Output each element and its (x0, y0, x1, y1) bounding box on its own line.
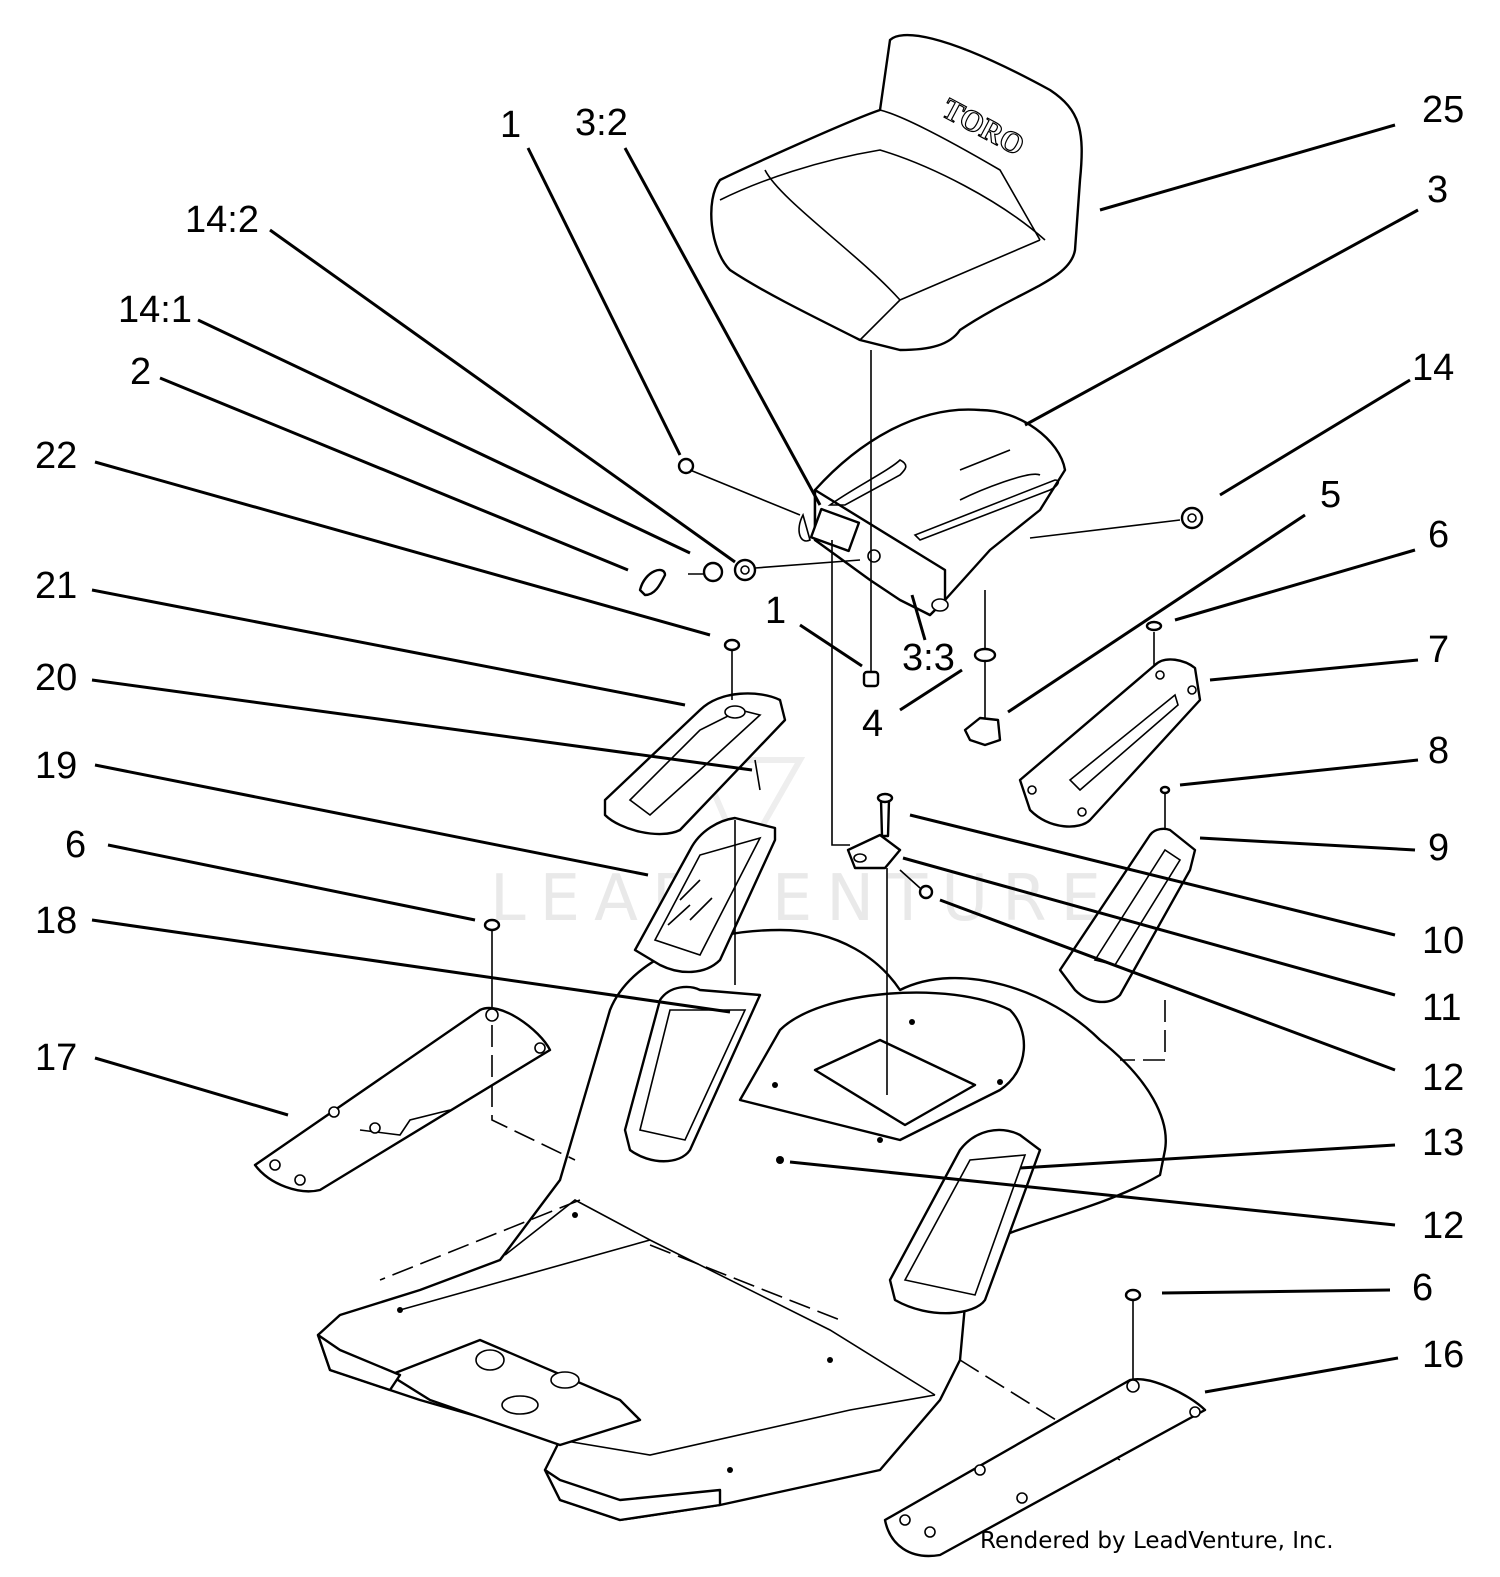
callout-8: 8 (1428, 730, 1449, 772)
callout-13: 13 (1422, 1122, 1464, 1164)
callout-5: 5 (1320, 474, 1341, 516)
callout-20: 20 (35, 657, 77, 699)
plate-part-19 (633, 816, 777, 985)
callout-18: 18 (35, 900, 77, 942)
callout-21: 21 (35, 565, 77, 607)
callout-3: 3 (1427, 169, 1448, 211)
callout-10: 10 (1422, 920, 1464, 962)
callout-1-top: 1 (500, 104, 521, 146)
seat-part-25: TORO (710, 33, 1083, 352)
leader-lines (91, 123, 1419, 1394)
callout-12-lower: 12 (1422, 1205, 1464, 1247)
panel-part-16 (883, 1288, 1207, 1558)
footer-credit: Rendered by LeadVenture, Inc. (980, 1528, 1334, 1554)
callout-11: 11 (1422, 987, 1461, 1029)
callout-14: 14 (1412, 347, 1454, 389)
callout-19: 19 (35, 745, 77, 787)
callouts: 25 3 3:2 1 14:2 14:1 2 22 14 5 6 7 8 9 1… (35, 89, 1464, 1376)
callout-12-upper: 12 (1422, 1057, 1464, 1099)
callout-14-1: 14:1 (118, 289, 192, 331)
seat-plate-part-3 (798, 408, 1067, 617)
callout-6-lower-right: 6 (1412, 1267, 1433, 1309)
plate-part-21 (603, 638, 787, 836)
callout-4: 4 (862, 703, 883, 745)
callout-14-2: 14:2 (185, 199, 259, 241)
watermark-text: LEADVENTURE (490, 862, 1115, 936)
callout-2: 2 (130, 351, 151, 393)
callout-9: 9 (1428, 827, 1449, 869)
panel-part-17 (253, 918, 576, 1193)
callout-25: 25 (1422, 89, 1464, 131)
callout-16: 16 (1422, 1334, 1464, 1376)
callout-17: 17 (35, 1037, 77, 1079)
callout-6-right: 6 (1428, 514, 1449, 556)
callout-3-2: 3:2 (575, 102, 628, 144)
callout-3-3: 3:3 (902, 637, 955, 679)
callout-1-mid: 1 (765, 590, 786, 632)
fender-frame (316, 928, 1167, 1522)
callout-6-left: 6 (65, 824, 86, 866)
callout-22: 22 (35, 435, 77, 477)
callout-7: 7 (1428, 629, 1449, 671)
plate-part-7 (1018, 620, 1202, 828)
hardware (638, 350, 1204, 1095)
